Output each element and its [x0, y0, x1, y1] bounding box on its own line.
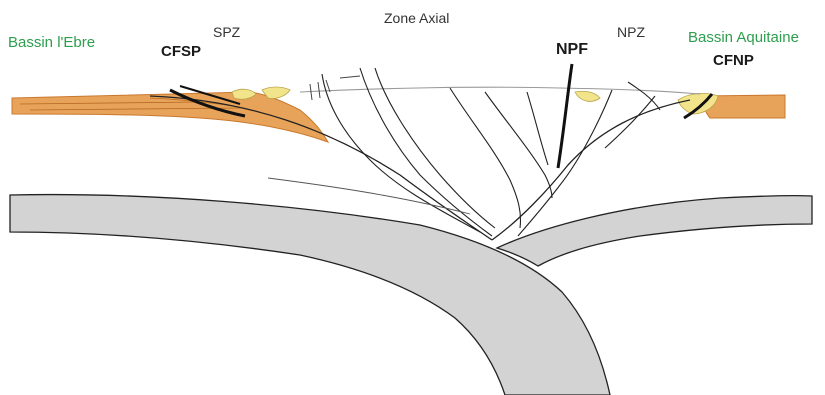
axial-fault-3 — [375, 68, 495, 228]
cfnp-label: CFNP — [713, 53, 754, 68]
european-slab — [497, 196, 812, 266]
bassin-ebre-label: Bassin l'Ebre — [8, 35, 95, 50]
npf-label: NPF — [556, 42, 588, 58]
cfsp-label: CFSP — [161, 44, 201, 59]
spz-label: SPZ — [213, 25, 240, 39]
npz-label: NPZ — [617, 25, 645, 39]
axial-fault-2 — [360, 68, 492, 236]
npf-fault — [558, 64, 572, 168]
axial-fault-4 — [450, 88, 521, 228]
northern-backthrust-3 — [628, 82, 660, 110]
northern-backthrust-2 — [605, 96, 655, 148]
surface-thrust-ticks — [310, 76, 360, 100]
axial-fault-6 — [527, 92, 548, 165]
zone-axial-label: Zone Axial — [384, 11, 449, 25]
northern-synorogenic-deposit — [575, 91, 600, 101]
bassin-aquitaine-label: Bassin Aquitaine — [688, 30, 799, 45]
